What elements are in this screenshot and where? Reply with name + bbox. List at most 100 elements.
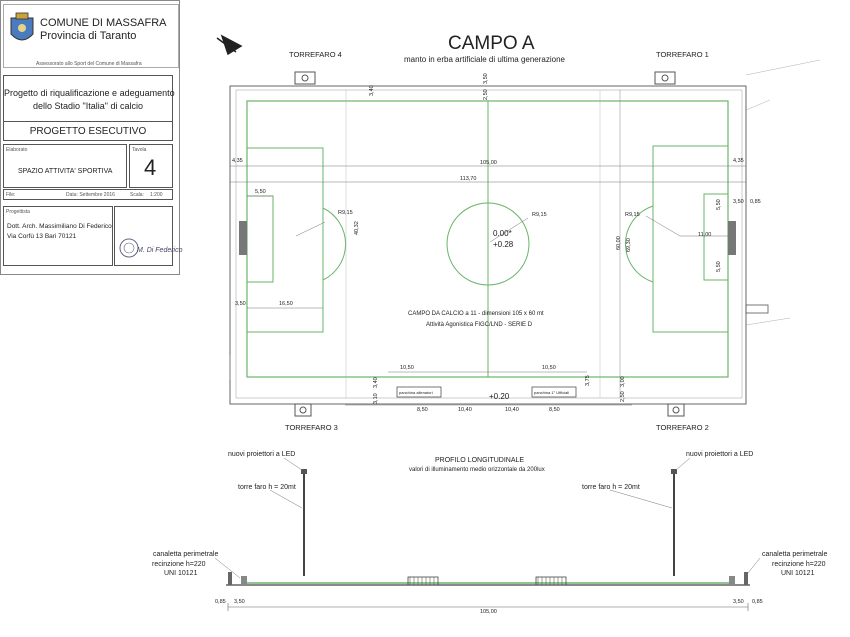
- tower-4-label: TORREFARO 4: [289, 50, 342, 59]
- profile-subtitle: valori di illuminamento medio orizzontal…: [409, 467, 545, 473]
- profile-dim-350-left: 3,50: [234, 599, 245, 605]
- annotation-leader-1: [745, 59, 821, 76]
- annotation-leader-2: [745, 99, 771, 111]
- sheet-label: Tavola: [132, 147, 147, 153]
- dim-1650: 16,50: [279, 301, 293, 307]
- left-goal: [239, 221, 247, 255]
- radius-line-center: [489, 217, 529, 243]
- tower-2-label: TORREFARO 2: [656, 423, 709, 432]
- scale-value: 1:200: [150, 192, 163, 198]
- plan-subtitle: manto in erba artificiale di ultima gene…: [404, 55, 565, 64]
- dim-085: 0,85: [750, 199, 761, 205]
- dim-1040-right: 10,40: [505, 407, 519, 413]
- bench-left-label: panchina allenatori: [399, 390, 433, 395]
- dim-850-left: 8,50: [417, 407, 428, 413]
- designer-address: Via Corfù 13 Bari 70121: [7, 233, 77, 240]
- dim-1050-left: 10,50: [400, 365, 414, 371]
- side-entry: [745, 304, 769, 314]
- tower-1-label: TORREFARO 1: [656, 50, 709, 59]
- fence-left-label-1: recinzione h=220: [152, 561, 206, 568]
- drawing-box: Elaborato SPAZIO ATTIVITA' SPORTIVA: [3, 144, 127, 188]
- signature: M. Di Federico: [137, 247, 183, 254]
- sheet-box: Tavola 4: [129, 144, 173, 188]
- fence-right-label-2: UNI 10121: [781, 570, 815, 577]
- bench-profile-left: [407, 576, 439, 586]
- dim-915-left: R9,15: [338, 210, 353, 216]
- dim-850-right: 8,50: [549, 407, 560, 413]
- bench-left: [396, 386, 442, 398]
- center-elevation: 0.00*: [493, 229, 512, 238]
- right-goal: [728, 221, 736, 255]
- field-note-2: Attività Agonistica FIGC/LND - SERIE D: [426, 322, 533, 328]
- file-date-row: File: Data: Settembre 2016 Scala: 1:200: [3, 189, 173, 200]
- north-arrow-icon: [216, 34, 243, 56]
- led-left: [301, 469, 307, 474]
- channel-right: [729, 576, 735, 585]
- tower-left-label: torre faro h = 20mt: [238, 484, 296, 491]
- inner-enclosure: [235, 89, 743, 399]
- dim-105: 105,00: [480, 160, 497, 166]
- bench-right-label: panchina 1° Ufficiali: [534, 390, 570, 395]
- designer-name: Dott. Arch. Massimiliano Di Federico: [7, 223, 112, 230]
- outer-enclosure: [229, 85, 747, 405]
- channel-left: [241, 576, 247, 585]
- dim-435-right: 4,35: [733, 158, 744, 164]
- designer-label: Progettista: [6, 209, 30, 215]
- center-circle: [446, 202, 530, 286]
- title-header: COMUNE DI MASSAFRA Provincia di Taranto …: [3, 4, 179, 68]
- profile-dim-085-right: 0,85: [752, 599, 763, 605]
- tower-1-icon: [654, 71, 676, 85]
- bench-profile-right: [535, 576, 567, 586]
- scale-label: Scala:: [130, 192, 144, 198]
- dim-350-right: 3,50: [733, 199, 744, 205]
- dim-550: 5,50: [255, 189, 266, 195]
- leader-led-left: [283, 457, 303, 471]
- tower-2-icon: [667, 403, 685, 417]
- project-phase: PROGETTO ESECUTIVO: [29, 126, 147, 137]
- right-penalty-arc: [624, 205, 654, 283]
- profile-title: PROFILO LONGITUDINALE: [435, 457, 525, 464]
- file-label: File:: [6, 192, 16, 198]
- date-label: Data: Settembre 2016: [66, 192, 115, 198]
- project-box: Progetto di riqualificazione e adeguamen…: [3, 75, 175, 141]
- dim-1100: 11,00: [698, 232, 712, 238]
- dim-350-left: 3,50: [235, 301, 246, 307]
- fence-left: [228, 572, 232, 585]
- led-right-label: nuovi proiettori a LED: [686, 451, 754, 458]
- annotation-leader-3: [745, 317, 791, 326]
- leader-tower-left: [269, 489, 303, 509]
- dim-113: 113,70: [460, 176, 477, 182]
- field-note-1: CAMPO DA CALCIO a 11 - dimensioni 105 x …: [408, 311, 544, 317]
- dim-915-right: R9,15: [625, 212, 640, 218]
- leader-led-right: [675, 457, 691, 471]
- leader-tower-right: [609, 489, 673, 509]
- channel-left-label: canaletta perimetrale: [153, 551, 219, 558]
- stamp-icon: [119, 238, 139, 258]
- profile-dim-105: 105,00: [480, 609, 497, 615]
- designer-box: Progettista Dott. Arch. Massimiliano Di …: [3, 206, 113, 266]
- tower-right-label: torre faro h = 20mt: [582, 484, 640, 491]
- dim-915-center: R9,15: [532, 212, 547, 218]
- profile-dim-085-left: 0,85: [215, 599, 226, 605]
- left-penalty-arc: [322, 207, 346, 281]
- center-elevation-2: +0.28: [493, 240, 514, 249]
- municipality-name: COMUNE DI MASSAFRA: [40, 17, 167, 29]
- entry-elevation: +0.20: [489, 392, 510, 401]
- radius-line-right: [645, 215, 681, 237]
- title-block: COMUNE DI MASSAFRA Provincia di Taranto …: [0, 0, 183, 275]
- project-line-2: dello Stadio "Italia" di calcio: [33, 101, 143, 111]
- tower-4-icon: [294, 71, 316, 85]
- dim-1040-left: 10,40: [458, 407, 472, 413]
- signature-box: M. Di Federico: [114, 206, 183, 266]
- leader-channel-left: [214, 557, 241, 579]
- led-right: [671, 469, 677, 474]
- drawing-title: SPAZIO ATTIVITA' SPORTIVA: [18, 168, 113, 175]
- fence-right: [744, 572, 748, 585]
- project-line-1: Progetto di riqualificazione e adeguamen…: [4, 88, 175, 98]
- plan-title: CAMPO A: [448, 33, 535, 54]
- tower-3-icon: [294, 403, 312, 417]
- profile-dim-350-right: 3,50: [733, 599, 744, 605]
- radius-line-left: [295, 221, 326, 237]
